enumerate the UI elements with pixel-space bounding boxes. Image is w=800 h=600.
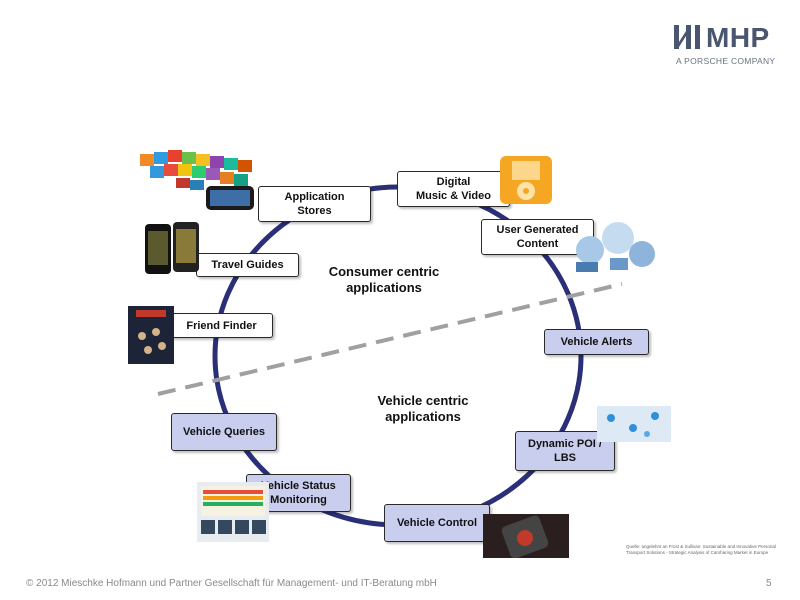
app-icons-image <box>140 150 254 210</box>
mhp-logo-mark <box>674 25 700 49</box>
poi-map-image <box>597 406 671 442</box>
node-application-stores: Application Stores <box>258 186 371 222</box>
status-dashboard-image <box>197 482 269 542</box>
footer-copyright: © 2012 Mieschke Hofmann und Partner Gese… <box>26 578 437 589</box>
friend-finder-image <box>128 306 174 364</box>
node-vehicle-control: Vehicle Control <box>384 504 490 542</box>
logo-text: MHP <box>706 22 770 53</box>
node-travel-guides: Travel Guides <box>196 253 299 277</box>
node-vehicle-queries: Vehicle Queries <box>171 413 277 451</box>
vehicle-region-label: Vehicle centric applications <box>377 393 469 424</box>
user-content-image <box>576 222 655 272</box>
consumer-vehicle-divider <box>157 282 623 396</box>
music-player-image <box>500 156 552 204</box>
vehicle-control-image <box>483 514 569 558</box>
node-digital-music-video: Digital Music & Video <box>397 171 510 207</box>
mhp-logo: MHP A PORSCHE COMPANY <box>672 22 782 68</box>
node-vehicle-alerts: Vehicle Alerts <box>544 329 649 355</box>
source-note: Quelle: angelehnt an Frost & Sullivan: S… <box>626 544 776 555</box>
logo-subtitle: A PORSCHE COMPANY <box>676 56 776 66</box>
node-user-generated-content: User Generated Content <box>481 219 594 255</box>
page-number: 5 <box>766 578 772 589</box>
consumer-region-label: Consumer centric applications <box>328 264 440 295</box>
node-friend-finder: Friend Finder <box>170 313 273 338</box>
travel-phones-image <box>145 222 199 274</box>
